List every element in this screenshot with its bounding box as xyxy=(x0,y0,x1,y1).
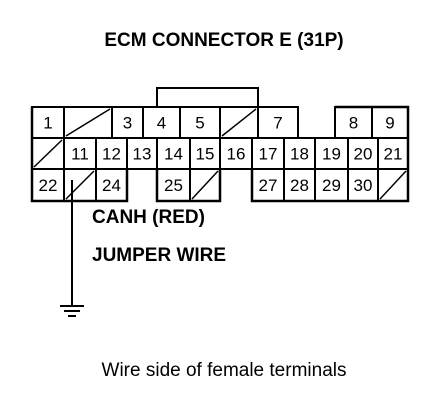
diagram-title: ECM CONNECTOR E (31P) xyxy=(104,30,344,51)
connector-outline-right xyxy=(250,105,410,203)
pin-number-15: 15 xyxy=(196,145,215,164)
diagram-caption: Wire side of female terminals xyxy=(101,360,347,381)
pin-number-8: 8 xyxy=(349,114,358,133)
pin-number-17: 17 xyxy=(259,145,278,164)
pin-number-3: 3 xyxy=(123,114,132,133)
canh-wire-label: CANH (RED) xyxy=(92,207,205,228)
pin-number-14: 14 xyxy=(164,145,183,164)
pin-number-16: 16 xyxy=(227,145,246,164)
empty-cell-diagonal xyxy=(191,170,219,200)
pin-number-24: 24 xyxy=(102,176,121,195)
pin-number-30: 30 xyxy=(354,176,373,195)
empty-cell-diagonal xyxy=(221,108,257,137)
pin-number-29: 29 xyxy=(322,176,341,195)
pin-number-7: 7 xyxy=(273,114,282,133)
jumper-wire-label: JUMPER WIRE xyxy=(92,245,227,266)
pin-number-22: 22 xyxy=(39,176,58,195)
empty-cell-diagonal xyxy=(65,170,95,200)
pin-number-12: 12 xyxy=(102,145,121,164)
pin-number-1: 1 xyxy=(43,114,52,133)
connector-outline-left xyxy=(30,107,129,203)
connector-features xyxy=(30,87,410,317)
pin-number-9: 9 xyxy=(385,114,394,133)
pin-number-18: 18 xyxy=(290,145,309,164)
empty-cell-diagonal xyxy=(33,139,63,168)
empty-cell-diagonal xyxy=(379,170,407,200)
pin-number-19: 19 xyxy=(322,145,341,164)
pin-number-27: 27 xyxy=(259,176,278,195)
pin-number-21: 21 xyxy=(384,145,403,164)
pin-number-28: 28 xyxy=(290,176,309,195)
pin-number-4: 4 xyxy=(157,114,166,133)
pin-number-5: 5 xyxy=(195,114,204,133)
empty-cell-diagonal xyxy=(65,108,111,137)
pin-number-11: 11 xyxy=(71,145,89,164)
pin-number-20: 20 xyxy=(354,145,373,164)
pin-number-25: 25 xyxy=(164,176,183,195)
connector-outline-middle xyxy=(155,169,222,203)
pin-number-13: 13 xyxy=(133,145,152,164)
connector-lock-tab xyxy=(156,87,259,107)
